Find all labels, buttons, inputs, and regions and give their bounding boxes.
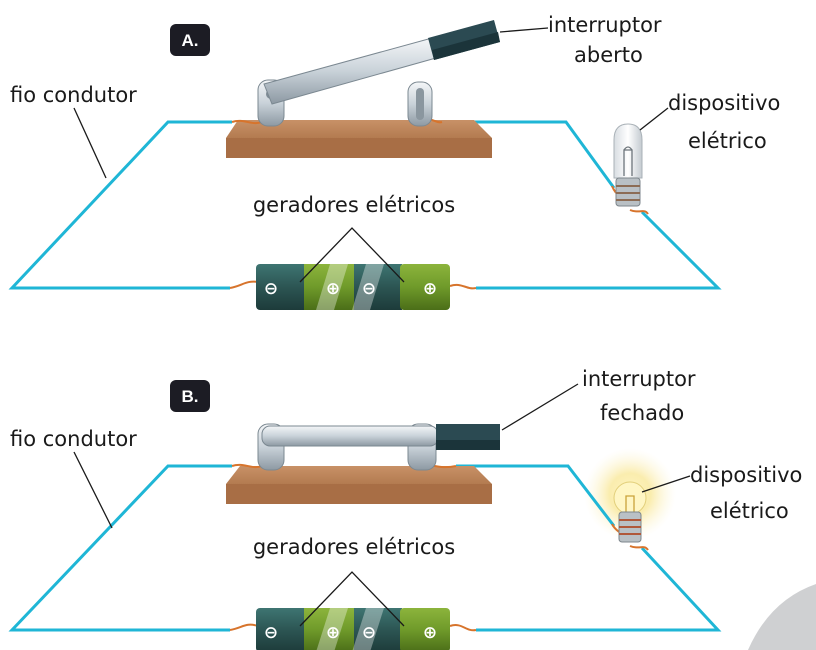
battery-right-green [400, 264, 450, 310]
panel-b: ⊖ ⊕ ⊖ ⊕ B. interruptor fechado fio condu… [8, 367, 802, 650]
battery-highlight [352, 264, 384, 310]
generators-label-a: geradores elétricos [253, 193, 455, 217]
copper-lead [229, 280, 259, 289]
copper-lead [629, 545, 649, 551]
battery-left-pos-sign: ⊕ [326, 623, 340, 643]
battery-left-pos-sign: ⊕ [326, 279, 340, 299]
callout-generators-a [299, 227, 405, 283]
wire-a-bottom-right [476, 210, 722, 290]
battery-highlight [352, 608, 384, 650]
wire-label-a: fio condutor [10, 83, 137, 107]
battery-right-pos-sign: ⊕ [423, 623, 437, 643]
badge-a [170, 24, 210, 56]
battery-left-neg-sign: ⊖ [264, 623, 278, 643]
battery-left-green [304, 264, 354, 310]
wire-a-right [440, 120, 616, 189]
battery-left-dark [256, 608, 308, 650]
callout-lamp-a [639, 107, 669, 131]
copper-lead [629, 209, 649, 215]
lamp-off [613, 123, 643, 207]
lamp-on [613, 481, 647, 543]
badge-b [170, 380, 210, 412]
lamp-glass [613, 123, 643, 179]
battery-pair-a: ⊖ ⊕ ⊖ ⊕ [256, 264, 450, 310]
device-label-a-line2: elétrico [688, 129, 767, 153]
battery-pair-b: ⊖ ⊕ ⊖ ⊕ [256, 608, 450, 650]
battery-left-green [304, 608, 354, 650]
switch-handle-shade [432, 32, 500, 60]
copper-lead [231, 463, 263, 469]
badge-a-text: A. [182, 31, 199, 50]
copper-lead [229, 623, 259, 631]
switch-b [226, 423, 500, 504]
lamp-filament [625, 495, 635, 512]
battery-right-pos-sign: ⊕ [423, 279, 437, 299]
battery-right-neg-sign: ⊖ [362, 279, 376, 299]
copper-lead [449, 283, 477, 290]
switch-label-a-line1: interruptor [548, 13, 662, 37]
decorative-corner-shape [748, 584, 816, 650]
lamp-filament [623, 146, 633, 176]
switch-base-front [226, 484, 492, 504]
battery-highlight [316, 264, 348, 310]
switch-arm [261, 425, 439, 447]
battery-right-green [400, 608, 450, 650]
wire-b-bottom-right [476, 546, 722, 632]
battery-left-dark [256, 264, 308, 310]
switch-label-a-line2: aberto [574, 43, 643, 67]
device-label-b-line2: elétrico [710, 499, 789, 523]
switch-a [226, 20, 500, 158]
device-label-b-line1: dispositivo [690, 463, 802, 487]
wire-a [8, 120, 232, 290]
switch-handle-shade [436, 440, 500, 450]
callout-switch-a [499, 27, 549, 33]
contact-slot [416, 88, 424, 120]
callout-generators-b [299, 571, 405, 627]
wire-label-b: fio condutor [10, 427, 137, 451]
badge-b-text: B. [182, 387, 199, 406]
switch-label-b-line1: interruptor [582, 367, 696, 391]
wire-b-right [456, 464, 616, 527]
callout-switch-b [501, 383, 579, 431]
wire-b [8, 464, 232, 632]
switch-label-b-line2: fechado [600, 401, 684, 425]
generators-label-b: geradores elétricos [253, 535, 455, 559]
callout-lamp-b [641, 475, 691, 493]
panel-a: ⊖ ⊕ ⊖ ⊕ A. interruptor aberto fio condut… [8, 13, 780, 310]
callout-wire-b [73, 451, 113, 529]
battery-left-neg-sign: ⊖ [264, 279, 278, 299]
copper-lead [231, 119, 263, 125]
device-label-a-line1: dispositivo [668, 91, 780, 115]
battery-highlight [316, 608, 348, 650]
callout-wire-a [73, 107, 107, 179]
switch-base-front [226, 138, 492, 158]
lamp-glass [613, 481, 647, 515]
copper-lead [449, 624, 477, 632]
battery-right-neg-sign: ⊖ [362, 623, 376, 643]
